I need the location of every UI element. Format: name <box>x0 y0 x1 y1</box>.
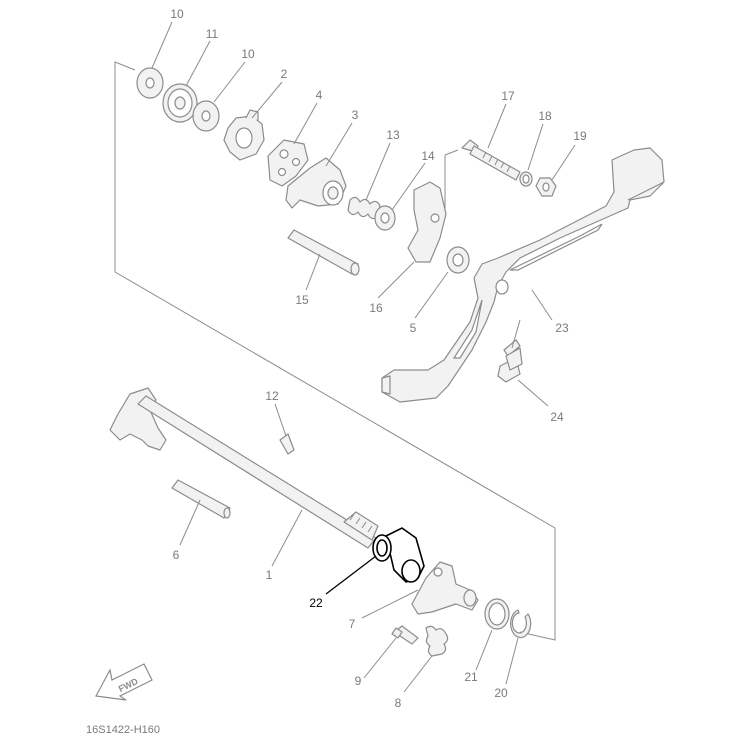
label-4: 4 <box>316 88 323 102</box>
lever-3 <box>285 157 347 209</box>
bolt-17 <box>461 139 521 181</box>
plate-4 <box>267 139 309 187</box>
pin-12 <box>279 433 295 455</box>
fwd-arrow-icon: FWD <box>95 663 153 701</box>
label-10-second: 10 <box>241 47 255 61</box>
nut-19 <box>535 177 557 197</box>
label-21: 21 <box>464 670 478 684</box>
washer-10-top <box>136 67 164 99</box>
washer-5 <box>446 246 470 274</box>
spring-8 <box>425 625 449 657</box>
label-13: 13 <box>386 128 400 142</box>
label-23: 23 <box>555 321 569 335</box>
label-2: 2 <box>281 67 288 81</box>
leader-lines <box>151 21 576 693</box>
shift-shaft-1 <box>109 387 379 549</box>
label-7: 7 <box>349 617 356 631</box>
diagram-code: 16S1422-H160 <box>86 724 160 736</box>
pin-6 <box>171 479 231 519</box>
shift-pedal-23 <box>381 147 665 403</box>
label-22: 22 <box>309 596 323 610</box>
label-5: 5 <box>410 321 417 335</box>
circlip-20 <box>510 609 532 639</box>
label-19: 19 <box>573 129 587 143</box>
washer-14 <box>374 205 396 231</box>
label-12: 12 <box>265 389 279 403</box>
label-10-top: 10 <box>170 7 184 21</box>
bearing-11 <box>162 83 198 123</box>
lever-16 <box>407 181 447 263</box>
label-18: 18 <box>538 109 552 123</box>
label-1: 1 <box>266 568 273 582</box>
pin-15 <box>287 229 360 276</box>
label-14: 14 <box>421 149 435 163</box>
stopper-lever-7 <box>411 561 479 615</box>
label-9: 9 <box>355 674 362 688</box>
label-20: 20 <box>494 686 508 700</box>
label-8: 8 <box>395 696 402 710</box>
oring-18 <box>519 171 533 187</box>
boundary-frame <box>114 61 556 641</box>
bolt-24 <box>497 339 523 383</box>
segment-2 <box>223 109 265 161</box>
label-24: 24 <box>550 410 564 424</box>
label-17: 17 <box>501 89 515 103</box>
label-6: 6 <box>173 548 180 562</box>
label-16: 16 <box>369 301 383 315</box>
collar-22 <box>372 527 425 583</box>
label-11: 11 <box>206 27 219 41</box>
label-3: 3 <box>352 108 359 122</box>
washer-21 <box>484 598 510 630</box>
part-labels: 10 11 10 2 4 3 13 14 17 18 19 15 16 5 23… <box>170 7 587 710</box>
bolt-9 <box>391 625 419 645</box>
label-15: 15 <box>295 293 309 307</box>
washer-10-second <box>192 100 220 132</box>
